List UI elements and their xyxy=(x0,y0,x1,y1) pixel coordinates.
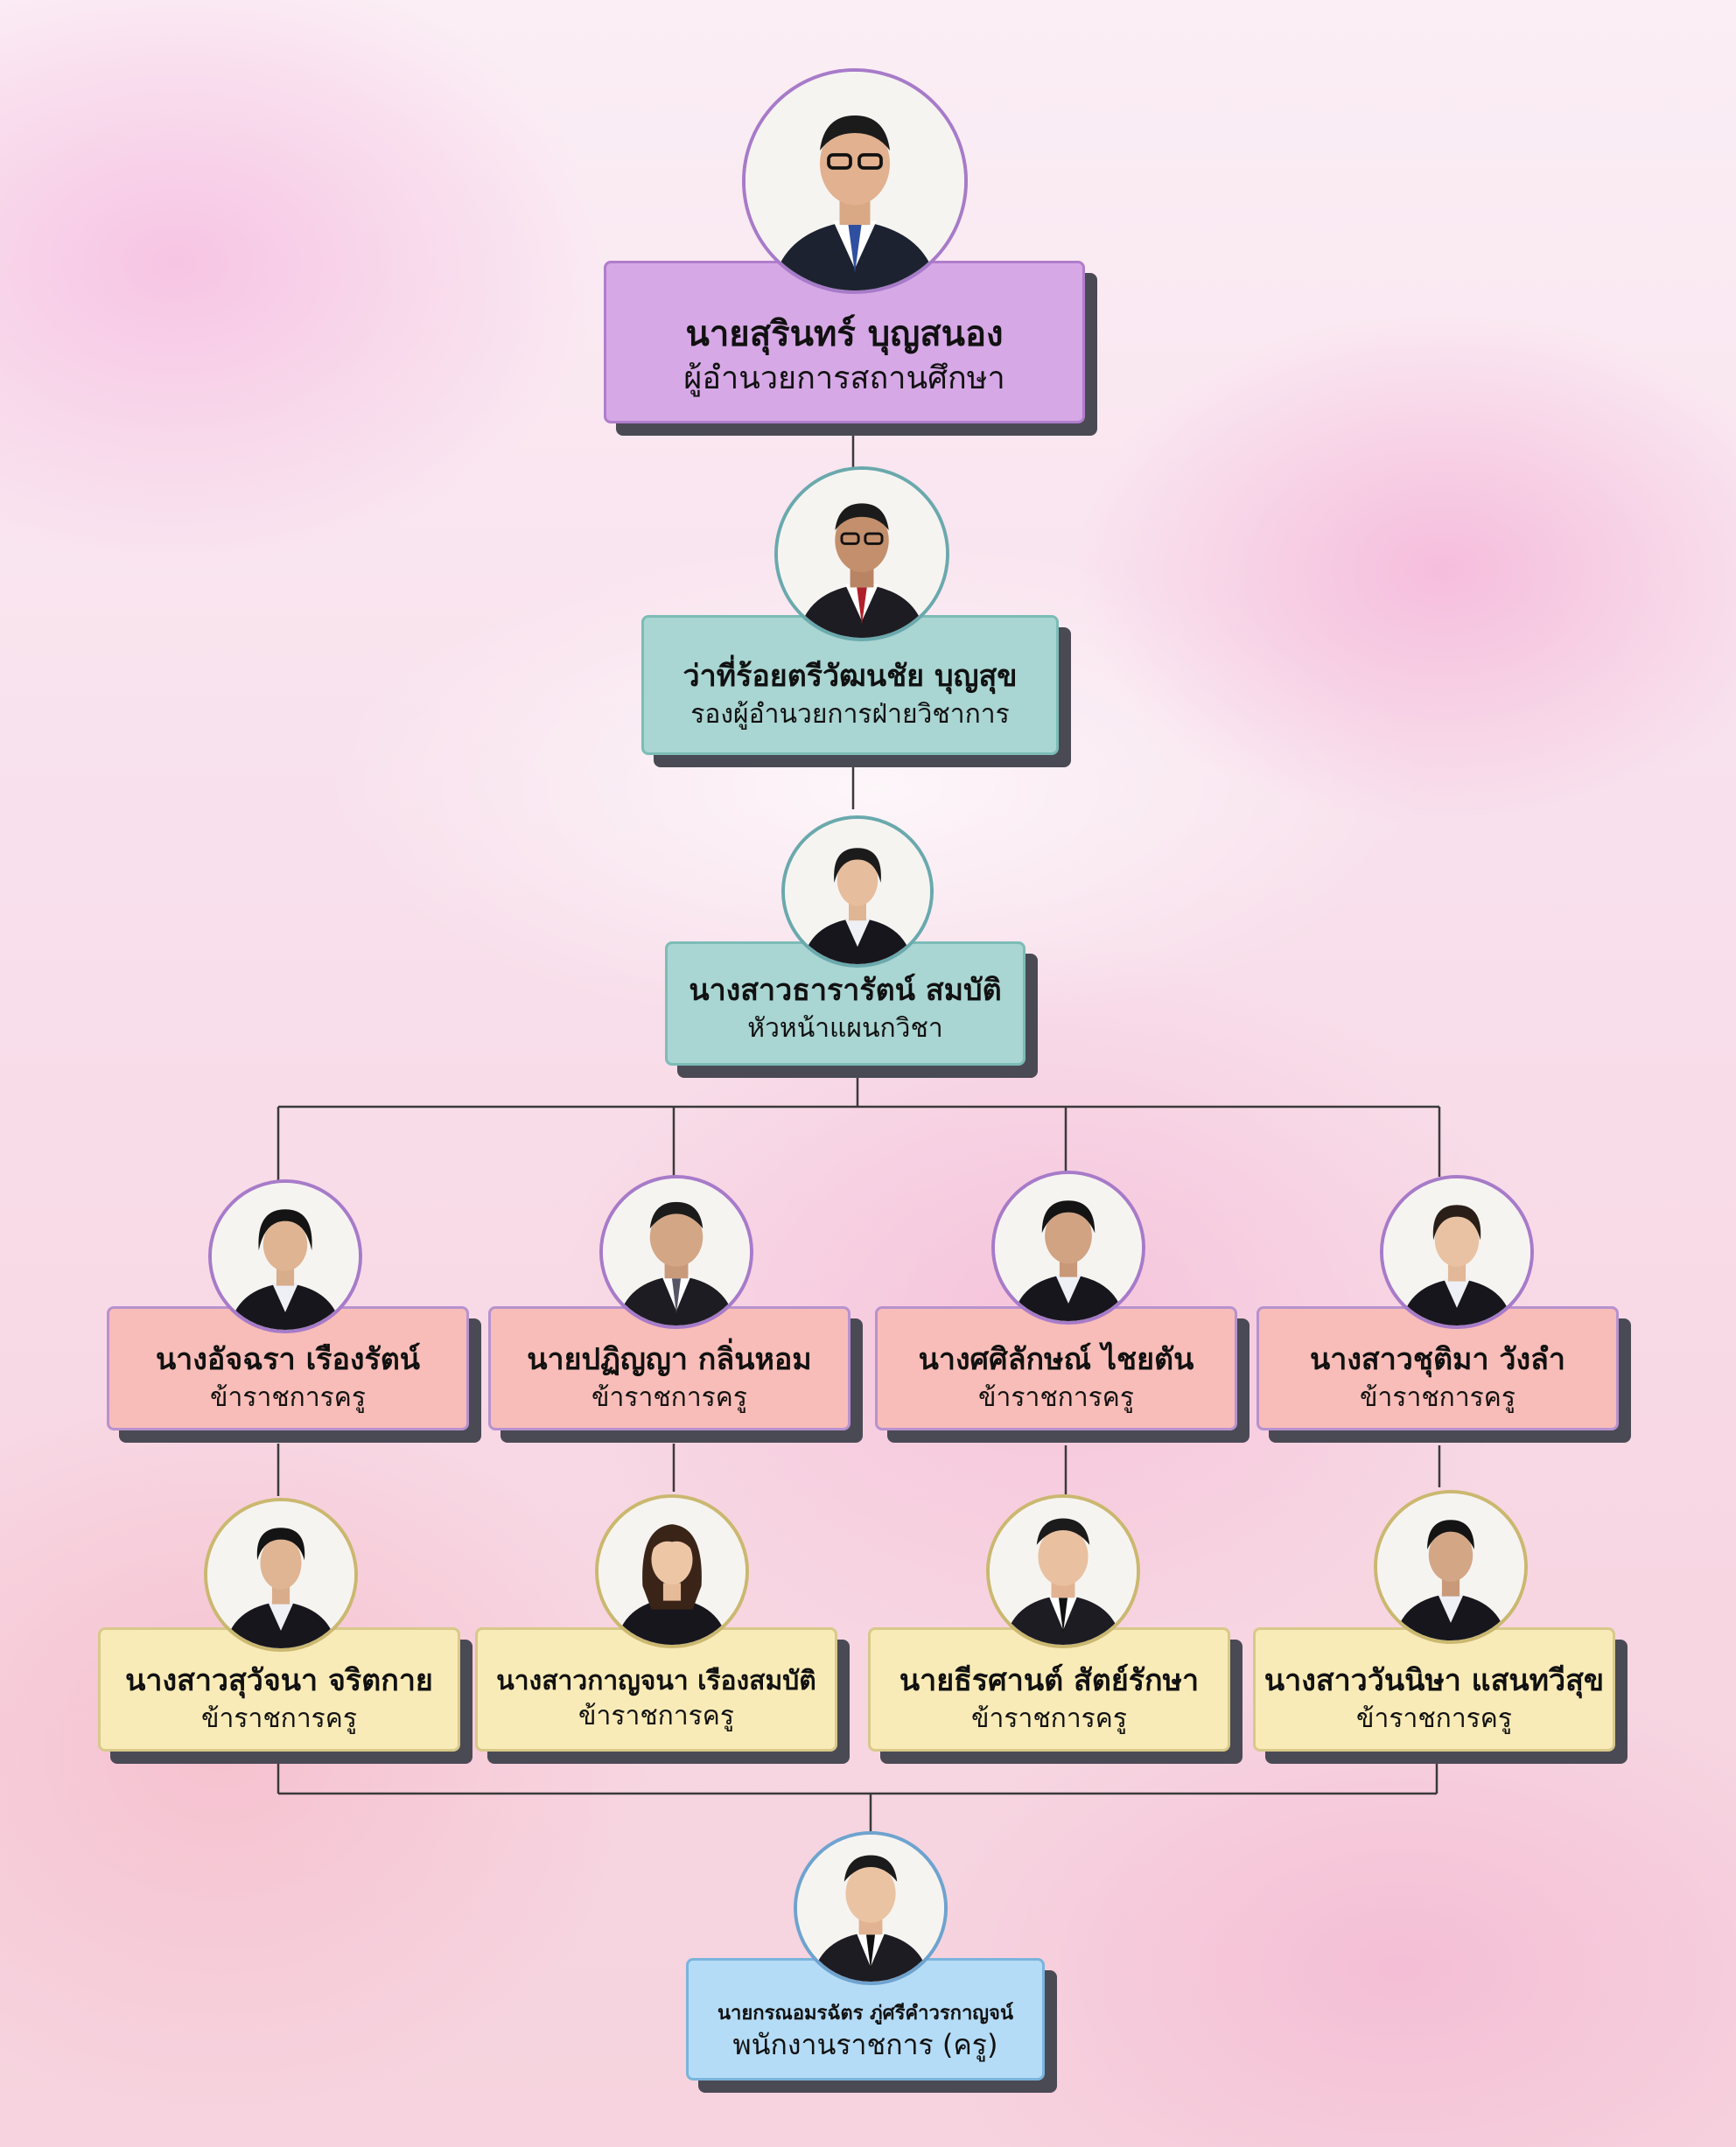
person-avatar-icon xyxy=(603,1178,750,1325)
teacher-r1-2-photo xyxy=(599,1175,753,1329)
teacher-name: นางสาวสุวัจนา จริตกาย xyxy=(125,1662,433,1698)
head-card: นางสาวธารารัตน์ สมบัติ หัวหน้าแผนกวิชา xyxy=(665,941,1026,1066)
teacher-r2-2-photo xyxy=(595,1494,749,1648)
teacher-position: ข้าราชการครู xyxy=(1356,1703,1512,1734)
director-name: นายสุรินทร์ บุญสนอง xyxy=(685,313,1004,354)
teacher-r1-4-card: นางสาวชุติมา วังลำ ข้าราชการครู xyxy=(1256,1306,1619,1430)
person-avatar-icon xyxy=(1383,1178,1530,1325)
teacher-name: นายปฏิญญา กลิ่นหอม xyxy=(527,1341,812,1377)
deputy-name: ว่าที่ร้อยตรีวัฒนชัย บุญสุข xyxy=(682,658,1018,694)
staff-name: นายกรณอมรฉัตร ภู่ศรีคำวรกาญจน์ xyxy=(718,2002,1013,2025)
teacher-name: นายธีรศานต์ สัตย์รักษา xyxy=(899,1662,1200,1698)
teacher-r1-3-card: นางศศิลักษณ์ ไชยตัน ข้าราชการครู xyxy=(875,1306,1237,1430)
teacher-r2-2-card: นางสาวกาญจนา เรืองสมบัติ ข้าราชการครู xyxy=(475,1627,837,1752)
teacher-position: ข้าราชการครู xyxy=(978,1381,1134,1413)
person-avatar-icon xyxy=(797,1835,944,1982)
teacher-position: ข้าราชการครู xyxy=(971,1703,1127,1734)
deputy-position: รองผู้อำนวยการฝ่ายวิชาการ xyxy=(690,698,1010,730)
staff-position: พนักงานราชการ (ครู) xyxy=(732,2028,998,2062)
teacher-name: นางศศิลักษณ์ ไชยตัน xyxy=(918,1341,1194,1377)
head-position: หัวหน้าแผนกวิชา xyxy=(747,1012,943,1044)
person-avatar-icon xyxy=(778,470,946,638)
deputy-photo xyxy=(774,466,949,641)
teacher-r1-4-photo xyxy=(1380,1175,1534,1329)
person-avatar-icon xyxy=(207,1501,354,1648)
teacher-name: นางสาววันนิษา แสนทวีสุข xyxy=(1264,1662,1605,1698)
teacher-r2-4-photo xyxy=(1374,1490,1528,1644)
person-avatar-icon xyxy=(995,1174,1142,1321)
teacher-name: นางอัจฉรา เรืองรัตน์ xyxy=(155,1341,421,1377)
teacher-r2-1-photo xyxy=(204,1498,358,1652)
teacher-r1-3-photo xyxy=(991,1171,1145,1325)
teacher-position: ข้าราชการครู xyxy=(201,1703,357,1734)
director-position: ผู้อำนวยการสถานศึกษา xyxy=(683,360,1005,396)
teacher-r2-3-photo xyxy=(986,1494,1140,1648)
person-avatar-icon xyxy=(746,72,964,290)
teacher-r2-3-card: นายธีรศานต์ สัตย์รักษา ข้าราชการครู xyxy=(868,1627,1230,1752)
teacher-r1-1-photo xyxy=(208,1179,362,1333)
teacher-position: ข้าราชการครู xyxy=(578,1701,734,1731)
teacher-position: ข้าราชการครู xyxy=(1360,1381,1516,1413)
teacher-name: นางสาวกาญจนา เรืองสมบัติ xyxy=(496,1665,816,1696)
person-avatar-icon xyxy=(990,1498,1137,1645)
person-avatar-icon xyxy=(598,1498,746,1645)
head-photo xyxy=(781,815,934,968)
director-photo xyxy=(742,68,968,294)
person-avatar-icon xyxy=(212,1183,359,1330)
person-avatar-icon xyxy=(1377,1493,1524,1640)
head-name: นางสาวธารารัตน์ สมบัติ xyxy=(689,972,1002,1008)
teacher-name: นางสาวชุติมา วังลำ xyxy=(1310,1341,1565,1377)
teacher-position: ข้าราชการครู xyxy=(210,1381,366,1413)
staff-photo xyxy=(794,1831,948,1985)
person-avatar-icon xyxy=(785,819,930,964)
teacher-position: ข้าราชการครู xyxy=(592,1381,747,1413)
teacher-r1-1-card: นางอัจฉรา เรืองรัตน์ ข้าราชการครู xyxy=(107,1306,469,1430)
teacher-r2-4-card: นางสาววันนิษา แสนทวีสุข ข้าราชการครู xyxy=(1253,1627,1615,1752)
